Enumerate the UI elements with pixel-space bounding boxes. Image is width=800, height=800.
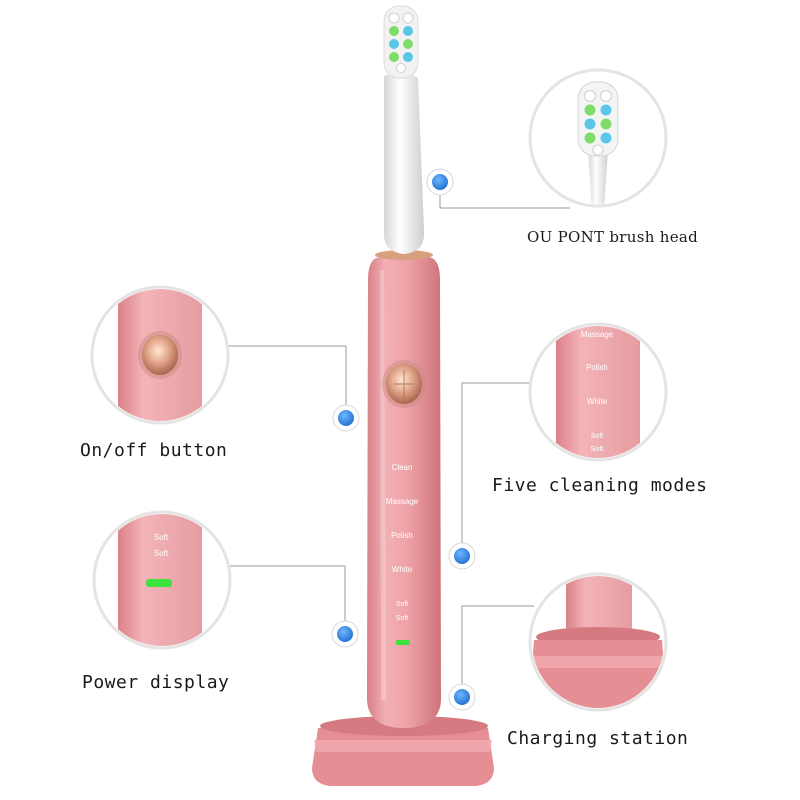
- handle-mode-label: Clean: [392, 463, 413, 472]
- marker-dot-on-off: [332, 404, 360, 432]
- handle-mode-labels: Clean Massage Polish White Soft Soft: [386, 463, 419, 622]
- zoom-mode-label: Soft: [591, 446, 604, 453]
- zoom-mode-label: Polish: [586, 363, 608, 372]
- zoom-mode-label: Massage: [581, 330, 614, 339]
- label-charging-station: Charging station: [507, 728, 689, 749]
- zoom-power-label: Soft: [154, 533, 169, 542]
- zoom-on-off: [90, 285, 230, 425]
- marker-dot-modes: [448, 542, 476, 570]
- zoom-brush-head: [528, 68, 668, 208]
- label-brush-head: OU PONT brush head: [527, 228, 699, 246]
- handle-mode-label: Massage: [386, 497, 419, 506]
- handle-mode-label: Soft: [396, 615, 409, 622]
- marker-dot-power: [331, 620, 359, 648]
- zoom-charging-station: [528, 572, 668, 712]
- connector-on-off: [228, 345, 347, 418]
- power-button: [382, 360, 426, 408]
- battery-indicator: [396, 640, 410, 645]
- brush-neck: [383, 72, 425, 254]
- label-cleaning-modes: Five cleaning modes: [492, 475, 708, 496]
- connector-lines: [228, 182, 570, 697]
- zoom-mode-label: White: [587, 397, 608, 406]
- label-on-off-button: On/off button: [80, 440, 228, 461]
- zoom-battery-indicator: [146, 579, 172, 587]
- zoom-power-display: Soft Soft: [92, 510, 232, 650]
- handle-mode-label: Soft: [396, 601, 409, 608]
- zoom-mode-label: Soft: [591, 433, 604, 440]
- connector-charge: [461, 605, 534, 697]
- handle-mode-label: White: [392, 565, 413, 574]
- label-power-display: Power display: [82, 672, 230, 693]
- marker-dot-charge: [448, 683, 476, 711]
- connector-modes: [461, 382, 532, 556]
- zoom-cleaning-modes: Massage Polish White Soft Soft: [528, 322, 668, 462]
- toothbrush: Clean Massage Polish White Soft Soft: [312, 5, 494, 786]
- bristles: [388, 12, 414, 73]
- marker-dots: [331, 168, 476, 711]
- zoom-power-label: Soft: [154, 549, 169, 558]
- gold-ring: [375, 250, 433, 260]
- handle-mode-label: Polish: [391, 531, 413, 540]
- marker-dot-brush: [426, 168, 454, 196]
- handle-body: [367, 254, 441, 728]
- connector-power: [228, 565, 346, 634]
